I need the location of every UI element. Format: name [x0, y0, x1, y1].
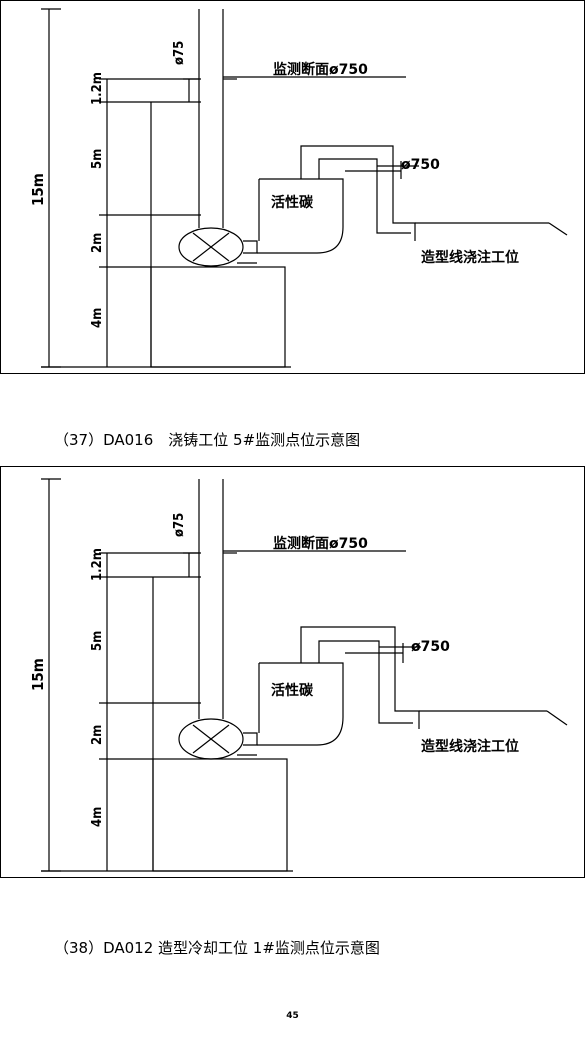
monitoring-section-label: 监测断面ø750	[273, 61, 368, 78]
duct-diameter-label: ø750	[411, 639, 450, 655]
total-height-label: 15m	[29, 658, 47, 691]
base-block	[152, 758, 288, 872]
workstation-label: 造型线浇注工位	[421, 249, 519, 266]
monitoring-section-label: 监测断面ø750	[273, 535, 368, 552]
segment-low-label: 2m	[90, 725, 105, 745]
total-height-label: 15m	[29, 173, 47, 206]
segment-mid-label: 5m	[90, 631, 105, 651]
figure-caption: （38）DA012 造型冷却工位 1#监测点位示意图	[54, 939, 380, 957]
chimney-diameter-label: ø75	[172, 41, 187, 65]
fan-circle	[178, 227, 244, 267]
diagram-drawing: 15m 1.2m 5m 2m 4m ø75 监测断面ø750 ø750 活性碳 …	[29, 8, 568, 368]
segment-base-label: 4m	[90, 807, 105, 827]
activated-carbon-box	[257, 178, 344, 254]
segment-base-label: 4m	[90, 308, 105, 328]
activated-carbon-label: 活性碳	[271, 194, 314, 211]
activated-carbon-label: 活性碳	[271, 682, 314, 699]
duct-diameter-label: ø750	[401, 157, 440, 173]
page-number: 45	[286, 1011, 299, 1021]
segment-top-label: 1.2m	[90, 548, 105, 581]
diagram-drawing: 15m 1.2m 5m 2m 4m ø75 监测断面ø750 ø750 活性碳 …	[29, 478, 568, 872]
segment-top-label: 1.2m	[90, 72, 105, 105]
figure-caption: （37）DA016 浇铸工位 5#监测点位示意图	[54, 431, 361, 449]
activated-carbon-box	[257, 662, 344, 746]
segment-low-label: 2m	[90, 233, 105, 253]
chimney-diameter-label: ø75	[172, 513, 187, 537]
monitoring-diagram-1: 15m 1.2m 5m 2m 4m ø75 监测断面ø750 ø750 活性碳 …	[0, 0, 585, 374]
workstation-label: 造型线浇注工位	[421, 738, 519, 755]
base-block	[150, 266, 286, 368]
segment-mid-label: 5m	[90, 149, 105, 169]
monitoring-diagram-2: 15m 1.2m 5m 2m 4m ø75 监测断面ø750 ø750 活性碳 …	[0, 466, 585, 878]
